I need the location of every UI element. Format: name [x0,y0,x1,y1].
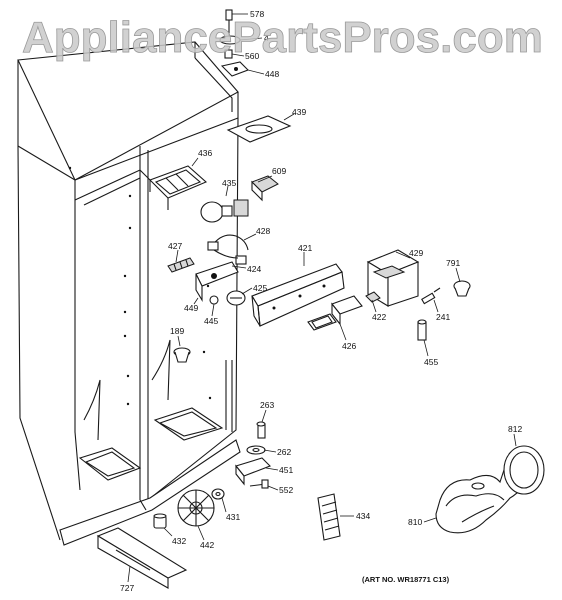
part-426 [307,295,363,331]
callout-727: 727 [120,583,134,593]
part-263 [256,421,266,439]
callout-431: 431 [226,512,240,522]
callout-455: 455 [424,357,438,367]
callout-448: 448 [265,69,279,79]
part-455 [417,319,427,341]
cabinet-screw-holes [68,166,214,406]
part-435-light-bulb [200,199,249,223]
callout-432: 432 [172,536,186,546]
callout-labels: 578 4 560 448 439 436 609 435 428 427 42… [120,9,522,593]
leader-lines [127,13,517,583]
callout-263: 263 [260,400,274,410]
part-727-grille [96,527,188,589]
callout-578: 578 [250,9,264,19]
part-189-plug [173,347,191,363]
callout-810: 810 [408,517,422,527]
cabinet [17,41,241,546]
part-451-hinge [235,457,271,486]
callout-435: 435 [222,178,236,188]
part-791 [453,280,471,297]
callout-425: 425 [253,283,267,293]
callout-427: 427 [168,241,182,251]
part-439 [226,115,292,143]
watermark-text: AppliancePartsPros.com [22,13,543,62]
part-428-harness [207,234,249,265]
part-422 [365,291,381,303]
callout-439: 439 [292,107,306,117]
callout-429: 429 [409,248,423,258]
part-436 [149,165,208,210]
top-hinge-assembly [219,9,249,77]
callout-241: 241 [436,312,450,322]
callout-434: 434 [356,511,370,521]
part-241 [421,287,441,305]
part-421-control-housing [251,263,345,327]
part-552-screw [249,479,269,489]
callout-421: 421 [298,243,312,253]
part-424-bracket [195,261,239,302]
callout-449: 449 [184,303,198,313]
callout-791: 791 [446,258,460,268]
callout-451: 451 [279,465,293,475]
part-431 [211,488,225,500]
part-812-coil [503,445,545,495]
callout-609: 609 [272,166,286,176]
callout-426: 426 [342,341,356,351]
callout-442: 442 [200,540,214,550]
callout-4: 4 [264,33,269,43]
callout-436: 436 [198,148,212,158]
callout-552: 552 [279,485,293,495]
callout-812: 812 [508,424,522,434]
callout-445: 445 [204,316,218,326]
part-262 [246,445,266,455]
part-609-switch [251,175,279,202]
callout-262: 262 [277,447,291,457]
art-number: (ART NO. WR18771 C13) [362,575,450,584]
callout-189: 189 [170,326,184,336]
part-427-connector [167,257,195,273]
part-425-knob [226,290,246,306]
part-442-wheel [177,489,215,527]
callout-424: 424 [247,264,261,274]
part-432 [153,513,167,529]
callout-560: 560 [245,51,259,61]
callout-428: 428 [256,226,270,236]
part-434-grille [317,493,341,541]
callout-422: 422 [372,312,386,322]
part-445 [209,295,219,305]
